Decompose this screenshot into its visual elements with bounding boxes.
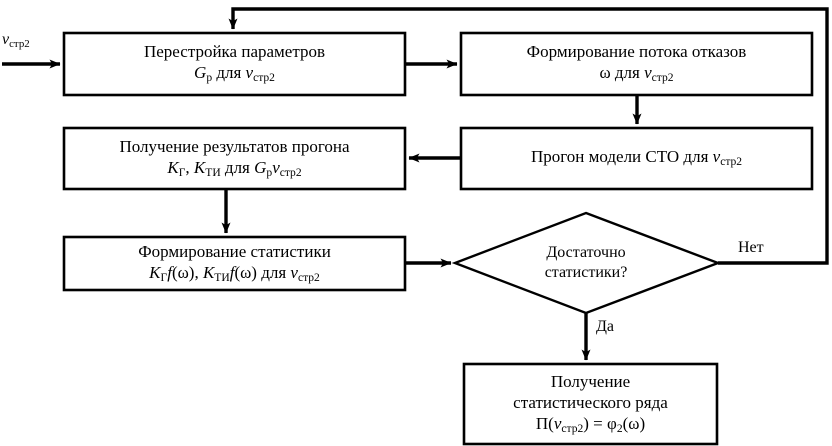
node-rebuild-params-shape[interactable]: [62, 31, 407, 97]
node-enough-statistics-shape[interactable]: [451, 211, 722, 315]
edge-label-no: Нет: [738, 239, 764, 256]
edge-decision-no-feedback: [228, 7, 829, 265]
edge-label-yes: Да: [596, 318, 615, 335]
node-statistical-series-shape[interactable]: [462, 362, 719, 446]
node-model-run-shape[interactable]: [459, 126, 814, 191]
node-build-statistics-shape[interactable]: [62, 235, 407, 292]
node-failure-flow-shape[interactable]: [459, 31, 814, 97]
node-run-results-shape[interactable]: [62, 126, 407, 191]
input-label: vстр2: [2, 31, 30, 51]
